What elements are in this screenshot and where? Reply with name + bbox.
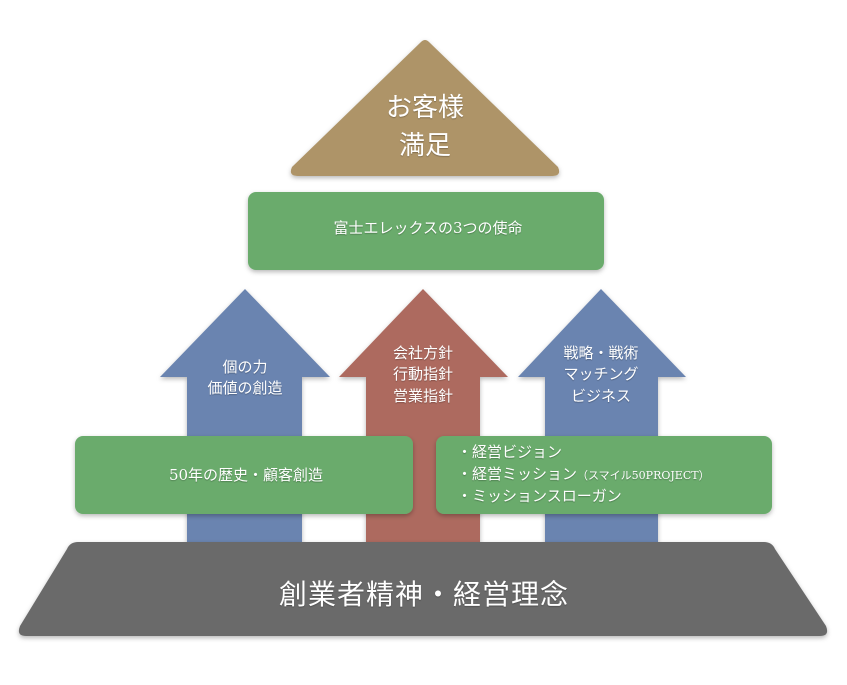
- arrow-individual-power-label: 個の力 価値の創造: [180, 357, 310, 400]
- arrow-line: 戦略・戦術: [563, 344, 639, 362]
- roof-line-1: お客様: [385, 93, 464, 123]
- arrow-company-policy-label: 会社方針 行動指針 営業指針: [358, 343, 488, 407]
- roof-triangle: [290, 40, 560, 176]
- base-label: 創業者精神・経営理念: [278, 578, 569, 611]
- arrow-line: 個の力: [222, 358, 268, 376]
- arrow-line: 営業指針: [392, 386, 453, 405]
- mission-band-label: 富士エレックスの3つの使命: [333, 219, 523, 237]
- list-item: ・経営ミッション（スマイル50PROJECT）: [457, 464, 710, 486]
- vision-list: ・経営ビジョン ・経営ミッション（スマイル50PROJECT） ・ミッションスロ…: [457, 442, 710, 507]
- list-item: ・ミッションスローガン: [457, 486, 710, 508]
- list-item-text: ・経営ミッション: [457, 464, 578, 483]
- roof-label: お客様 満足: [360, 90, 490, 165]
- mission-band: [248, 192, 604, 270]
- list-item: ・経営ビジョン: [457, 442, 710, 464]
- arrow-line: ビジネス: [570, 386, 631, 405]
- list-item-note: （スマイル50PROJECT）: [577, 468, 710, 482]
- list-item-text: ・経営ビジョン: [457, 443, 563, 461]
- roof-line-2: 満足: [398, 130, 451, 161]
- arrow-line: マッチング: [563, 365, 639, 384]
- vision-box: [436, 436, 772, 514]
- arrow-line: 会社方針: [392, 344, 453, 362]
- arrow-strategy-label: 戦略・戦術 マッチング ビジネス: [536, 343, 666, 407]
- history-box-label: 50年の歴史・顧客創造: [168, 466, 324, 484]
- list-item-text: ・ミッションスローガン: [457, 486, 622, 505]
- arrow-line: 価値の創造: [207, 379, 283, 398]
- history-box: [75, 436, 413, 514]
- base-trapezoid: [18, 542, 828, 636]
- arrow-line: 行動指針: [392, 365, 453, 384]
